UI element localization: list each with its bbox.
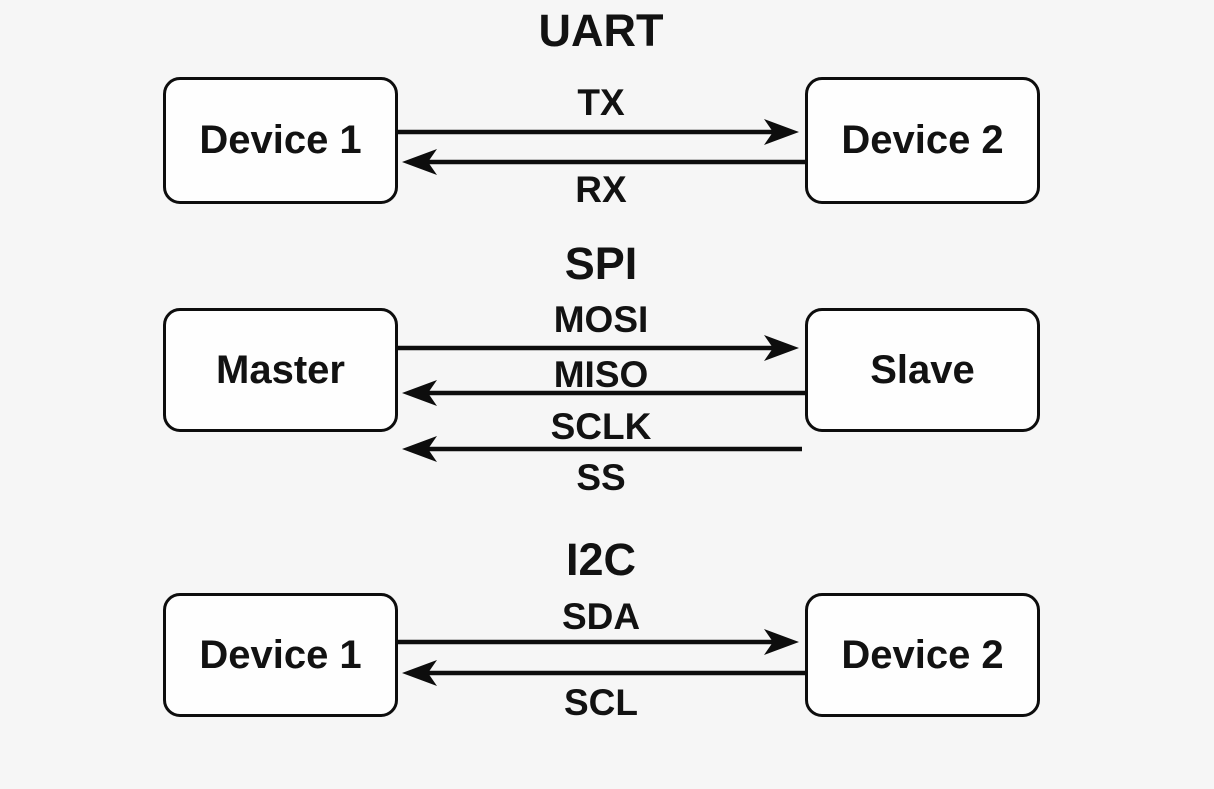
uart-rx-signal-label: RX [575,169,627,210]
uart-device1-label: Device 1 [199,118,362,162]
i2c-sda-arrow [397,629,799,655]
spi-sclk-ss-arrow [402,436,802,462]
spi-ss-signal-label: SS [576,457,626,498]
spi-master-box: Master [163,308,398,432]
i2c-scl-signal-label: SCL [564,682,638,723]
i2c-scl-arrow [402,660,805,686]
spi-mosi-signal-label: MOSI [553,299,649,340]
spi-slave-label: Slave [870,347,975,392]
spi-miso-signal-label: MISO [553,354,649,395]
i2c-device1-box: Device 1 [163,593,398,717]
spi-miso-arrow [402,380,805,406]
i2c-device1-label: Device 1 [199,632,362,677]
uart-device2-label: Device 2 [841,118,1004,162]
spi-sclk-signal-label: SCLK [550,406,652,447]
spi-slave-box: Slave [805,308,1040,432]
uart-device2-box: Device 2 [805,77,1040,204]
spi-section-title: SPI [564,238,638,289]
uart-tx-arrow [398,119,799,145]
uart-tx-signal-label: TX [577,82,625,123]
spi-mosi-arrow [398,335,799,361]
uart-section-title: UART [538,5,664,56]
spi-master-label: Master [216,347,345,392]
uart-device1-box: Device 1 [163,77,398,204]
i2c-section-title: I2C [565,534,637,585]
i2c-device2-box: Device 2 [805,593,1040,717]
uart-rx-arrow [402,149,805,175]
i2c-sda-signal-label: SDA [561,596,641,637]
i2c-device2-label: Device 2 [841,632,1004,677]
